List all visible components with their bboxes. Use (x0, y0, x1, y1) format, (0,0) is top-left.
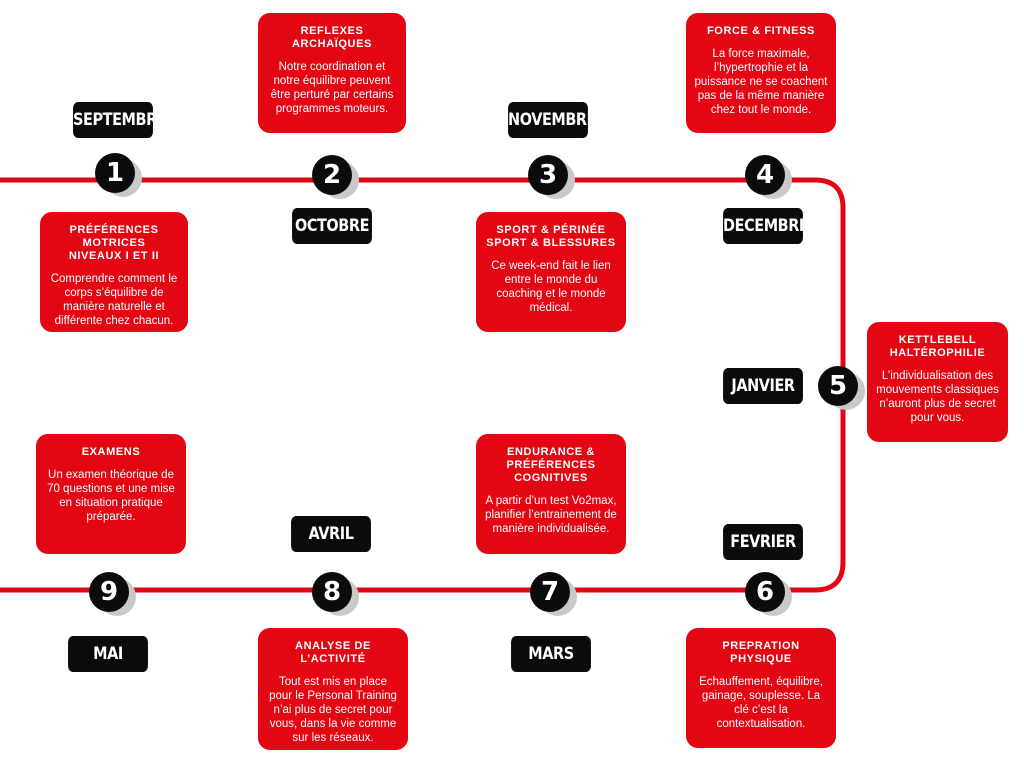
card-text: Comprendre comment le corps s’équilibre … (50, 273, 178, 327)
card-reflexes-archaiques: REFLEXES ARCHAÏQUES Notre coordination e… (258, 13, 406, 133)
card-sport-perinee: SPORT & PÉRINÉE SPORT & BLESSURES Ce wee… (476, 212, 626, 332)
card-kettlebell-halterophilie: KETTLEBELL HALTÉROPHILIE L’individualisa… (867, 322, 1008, 442)
card-text: L’individualisation des mouvements class… (876, 370, 999, 424)
card-text: Echauffement, équilibre, gainage, souple… (699, 676, 823, 730)
card-text: Ce week-end fait le lien entre le monde … (491, 260, 611, 314)
card-text: Notre coordination et notre équilibre pe… (270, 61, 394, 115)
card-title: REFLEXES ARCHAÏQUES (292, 25, 372, 50)
card-force-fitness: FORCE & FITNESS La force maximale, l’hyp… (686, 13, 836, 133)
month-septembre: SEPTEMBRE (73, 102, 167, 138)
step-number-6: 6 (745, 572, 785, 612)
card-text: Tout est mis en place pour le Personal T… (269, 676, 397, 744)
card-title: FORCE & FITNESS (706, 25, 815, 37)
step-number-7: 7 (530, 572, 570, 612)
card-examens: EXAMENS Un examen théorique de 70 questi… (36, 434, 186, 554)
card-preferences-motrices: PRÉFÉRENCES MOTRICES NIVEAUX I ET II Com… (40, 212, 188, 332)
month-fevrier: FEVRIER (723, 524, 803, 560)
month-mars: MARS (511, 636, 591, 672)
card-analyse-activite: ANALYSE DE L’ACTIVITÉ Tout est mis en pl… (258, 628, 408, 750)
card-title: ANALYSE DE L’ACTIVITÉ (295, 640, 371, 665)
card-title: KETTLEBELL HALTÉROPHILIE (889, 334, 986, 359)
card-title: EXAMENS (81, 446, 141, 458)
card-text: La force maximale, l’hypertrophie et la … (694, 48, 828, 116)
card-title: PRÉFÉRENCES MOTRICES NIVEAUX I ET II (68, 224, 160, 262)
step-number-3: 3 (528, 155, 568, 195)
month-mai: MAI (68, 636, 148, 672)
step-number-4: 4 (745, 155, 785, 195)
month-octobre: OCTOBRE (292, 208, 372, 244)
step-number-2: 2 (312, 155, 352, 195)
card-text: Un examen théorique de 70 questions et u… (47, 469, 175, 523)
month-avril: AVRIL (291, 516, 371, 552)
month-novembre: NOVEMBRE (508, 102, 597, 138)
card-title: ENDURANCE & PRÉFÉRENCES COGNITIVES (506, 446, 596, 484)
month-decembre: DECEMBRE (723, 208, 809, 244)
card-text: A partir d’un test Vo2max, planifier l’e… (485, 495, 617, 535)
card-title: SPORT & PÉRINÉE SPORT & BLESSURES (486, 224, 616, 249)
month-janvier: JANVIER (723, 368, 803, 404)
step-number-5: 5 (818, 366, 858, 406)
step-number-1: 1 (95, 153, 135, 193)
card-endurance-preferences-cognitives: ENDURANCE & PRÉFÉRENCES COGNITIVES A par… (476, 434, 626, 554)
step-number-9: 9 (89, 572, 129, 612)
card-prepration-physique: PREPRATION PHYSIQUE Echauffement, équili… (686, 628, 836, 748)
card-title: PREPRATION PHYSIQUE (722, 640, 800, 665)
step-number-8: 8 (312, 572, 352, 612)
